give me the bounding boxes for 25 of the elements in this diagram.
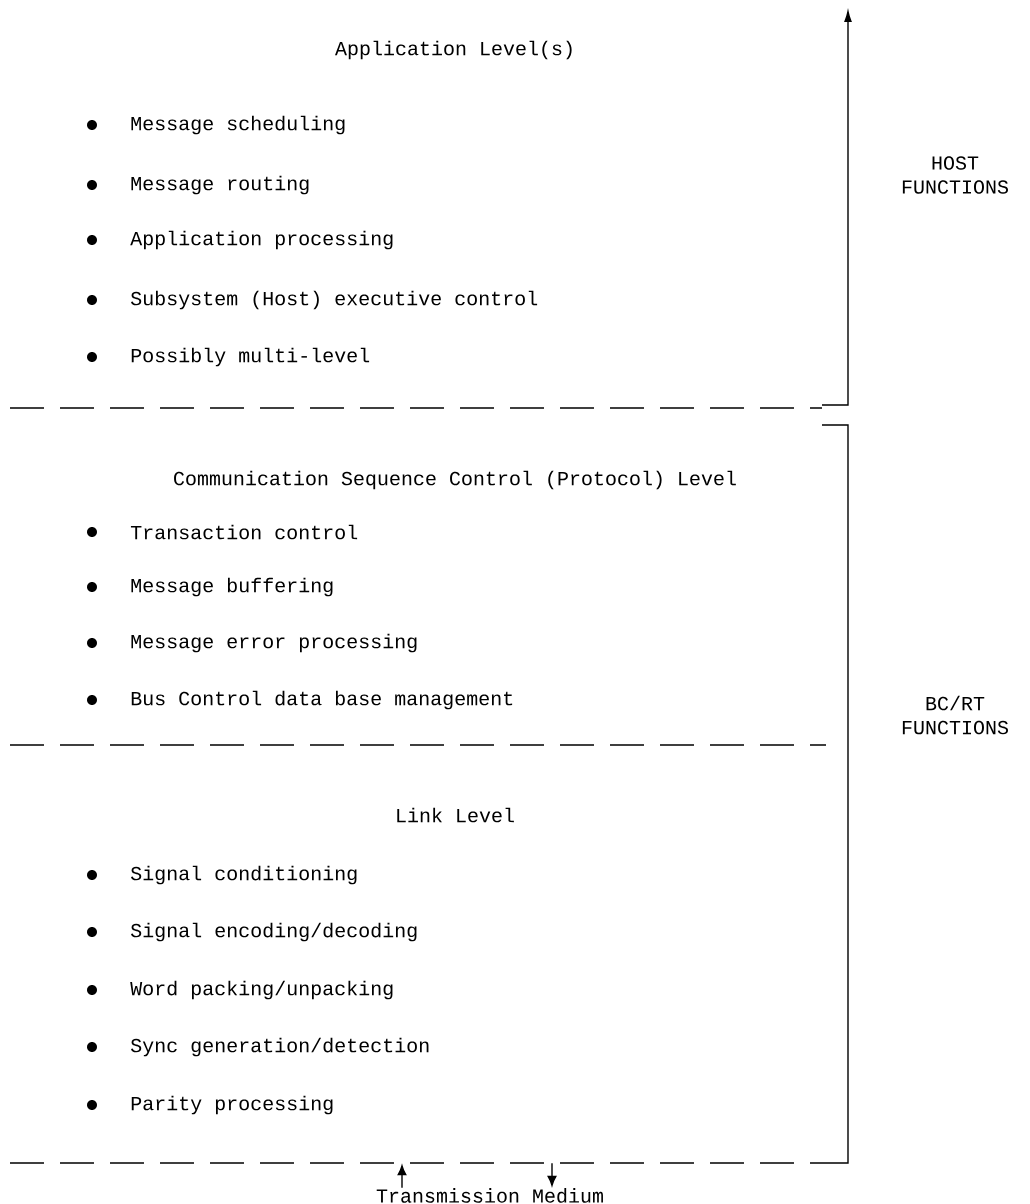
arrow [397, 1165, 407, 1189]
bullet-item: Message error processing [87, 633, 417, 653]
bullet-item: Subsystem (Host) executive control [87, 290, 538, 310]
bullet-item: Signal encoding/decoding [87, 922, 417, 942]
level-heading: Communication Sequence Control (Protocol) Level [174, 470, 736, 490]
bullet-item: Signal conditioning [87, 865, 357, 885]
bullet-item: Possibly multi-level [87, 347, 370, 367]
level-heading: Application Level(s) [335, 40, 572, 60]
bullet-item: Application processing [87, 230, 393, 250]
arrow [547, 1162, 557, 1186]
side-label: BC/RT FUNCTIONS [902, 695, 1008, 735]
side-label: HOST FUNCTIONS [902, 156, 1008, 194]
level-heading: Link Level [397, 807, 514, 823]
bullet-item: Message scheduling [87, 115, 345, 135]
level-band [9, 807, 823, 1164]
level-band [9, 40, 823, 409]
bullet-item: Word packing/unpacking [87, 980, 393, 1000]
bullet-item: Bus Control data base management [87, 690, 513, 710]
level-band [9, 470, 827, 746]
bullet-item: Parity processing [87, 1095, 333, 1115]
medium-label: Transmission Medium [376, 1188, 603, 1203]
bullet-item: Sync generation/detection [87, 1037, 429, 1057]
bullet-item: Transaction control [87, 524, 358, 540]
bullet-item: Message buffering [87, 577, 333, 597]
bullet-item: Message routing [87, 175, 309, 195]
